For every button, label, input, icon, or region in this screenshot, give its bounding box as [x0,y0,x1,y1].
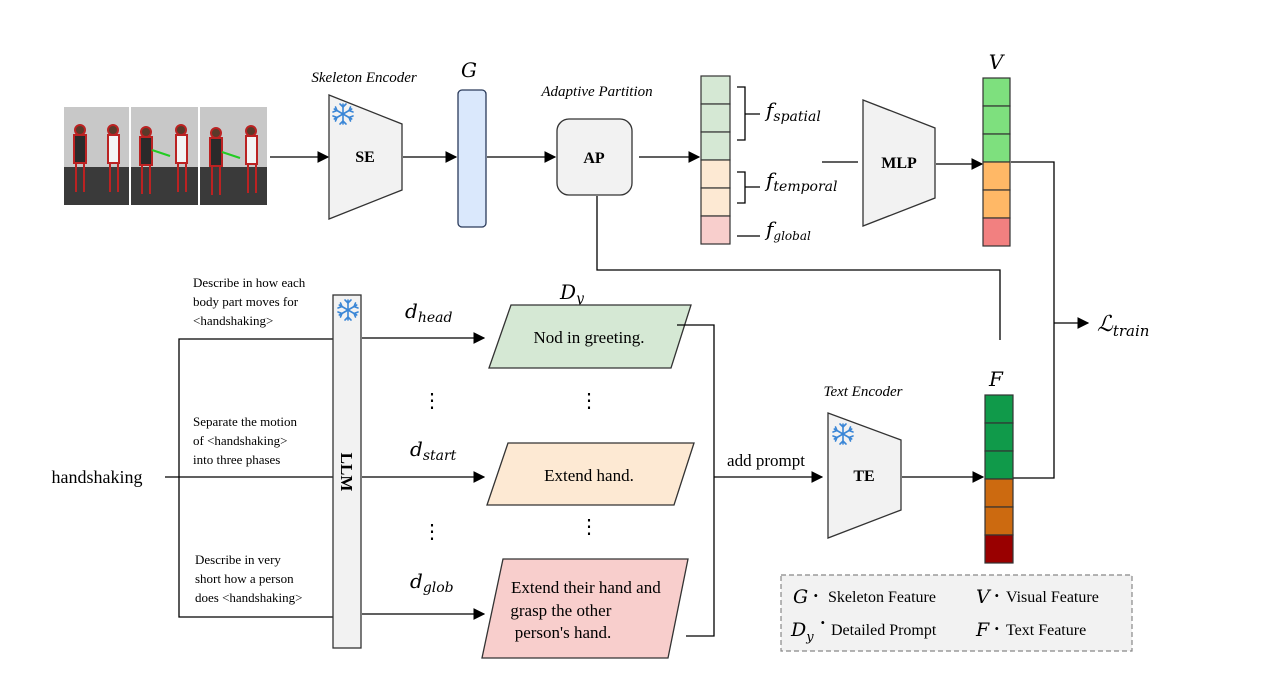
f-label: F [988,367,1004,391]
mlp-block [862,99,936,227]
spatial-brace [737,86,760,141]
f-spatial-label: fspatial [764,98,821,125]
description-glob-text: Extend their hand and grasp the other pe… [510,578,665,642]
g-label: G [461,58,477,82]
te-title: Text Encoder [823,384,902,400]
legend-v-text: Visual Feature [1006,589,1099,606]
ellipsis-mid-1: ⋮ [579,388,599,412]
skeleton-encoder [328,94,403,220]
ap-label: AP [583,150,605,167]
legend-f-sep: · [994,619,1000,638]
text-feature-f [984,394,1014,564]
dy-label: Dy [559,280,585,307]
legend-dy-text: Detailed Prompt [831,622,937,639]
se-label: SE [355,149,375,166]
add-prompt-label: add prompt [727,451,805,470]
mlp-label: MLP [881,155,917,172]
te-label: TE [853,468,874,485]
ap-title: Adaptive Partition [540,84,652,100]
legend-v-symbol: V [976,586,992,608]
ellipsis-left-1: ⋮ [422,388,442,412]
line-v-to-loss [1011,161,1055,479]
action-input: handshaking [52,467,143,487]
loss-label: ℒtrain [1097,312,1149,340]
prompt-three-phases: Separate the motion of <handshaking> int… [193,414,300,467]
skeleton-photo [64,107,267,205]
d-head-label: dhead [405,299,452,326]
legend-box [780,574,1133,652]
f-temporal-label: ftemporal [764,168,838,195]
d-glob-label: dglob [410,569,454,596]
visual-feature-v [982,77,1011,247]
skeleton-feature-g [457,89,487,228]
llm-block [332,294,362,649]
llm-label: LLM [337,453,356,492]
d-start-label: dstart [410,437,457,464]
merge-bracket [677,324,715,637]
description-head-text: Nod in greeting. [534,328,645,347]
line-ap-to-f [596,196,1001,340]
adaptive-partition [556,118,633,196]
ellipsis-mid-2: ⋮ [579,514,599,538]
partition-features [700,75,731,245]
legend-g-text: Skeleton Feature [828,589,936,606]
legend-f-text: Text Feature [1006,622,1086,639]
description-glob [481,558,689,659]
legend-dy-symbol: Dy [790,619,814,645]
f-global-label: fglobal [764,217,811,243]
description-head [488,304,692,369]
legend-g-symbol: G [793,586,808,608]
legend-f-symbol: F [975,619,990,641]
ellipsis-left-2: ⋮ [422,519,442,543]
temporal-brace [737,171,760,204]
legend-dy-sep: · [820,613,826,632]
v-label: V [989,50,1006,74]
se-title: Skeleton Encoder [311,70,417,86]
legend-v-sep: · [994,586,1000,605]
prompt-bracket [178,338,333,618]
description-start [486,442,695,506]
prompt-body-parts: Describe in how each body part moves for… [193,275,309,328]
prompt-short-description: Describe in very short how a person does… [195,552,302,605]
legend-g-sep: · [813,586,819,605]
description-start-text: Extend hand. [544,466,634,485]
